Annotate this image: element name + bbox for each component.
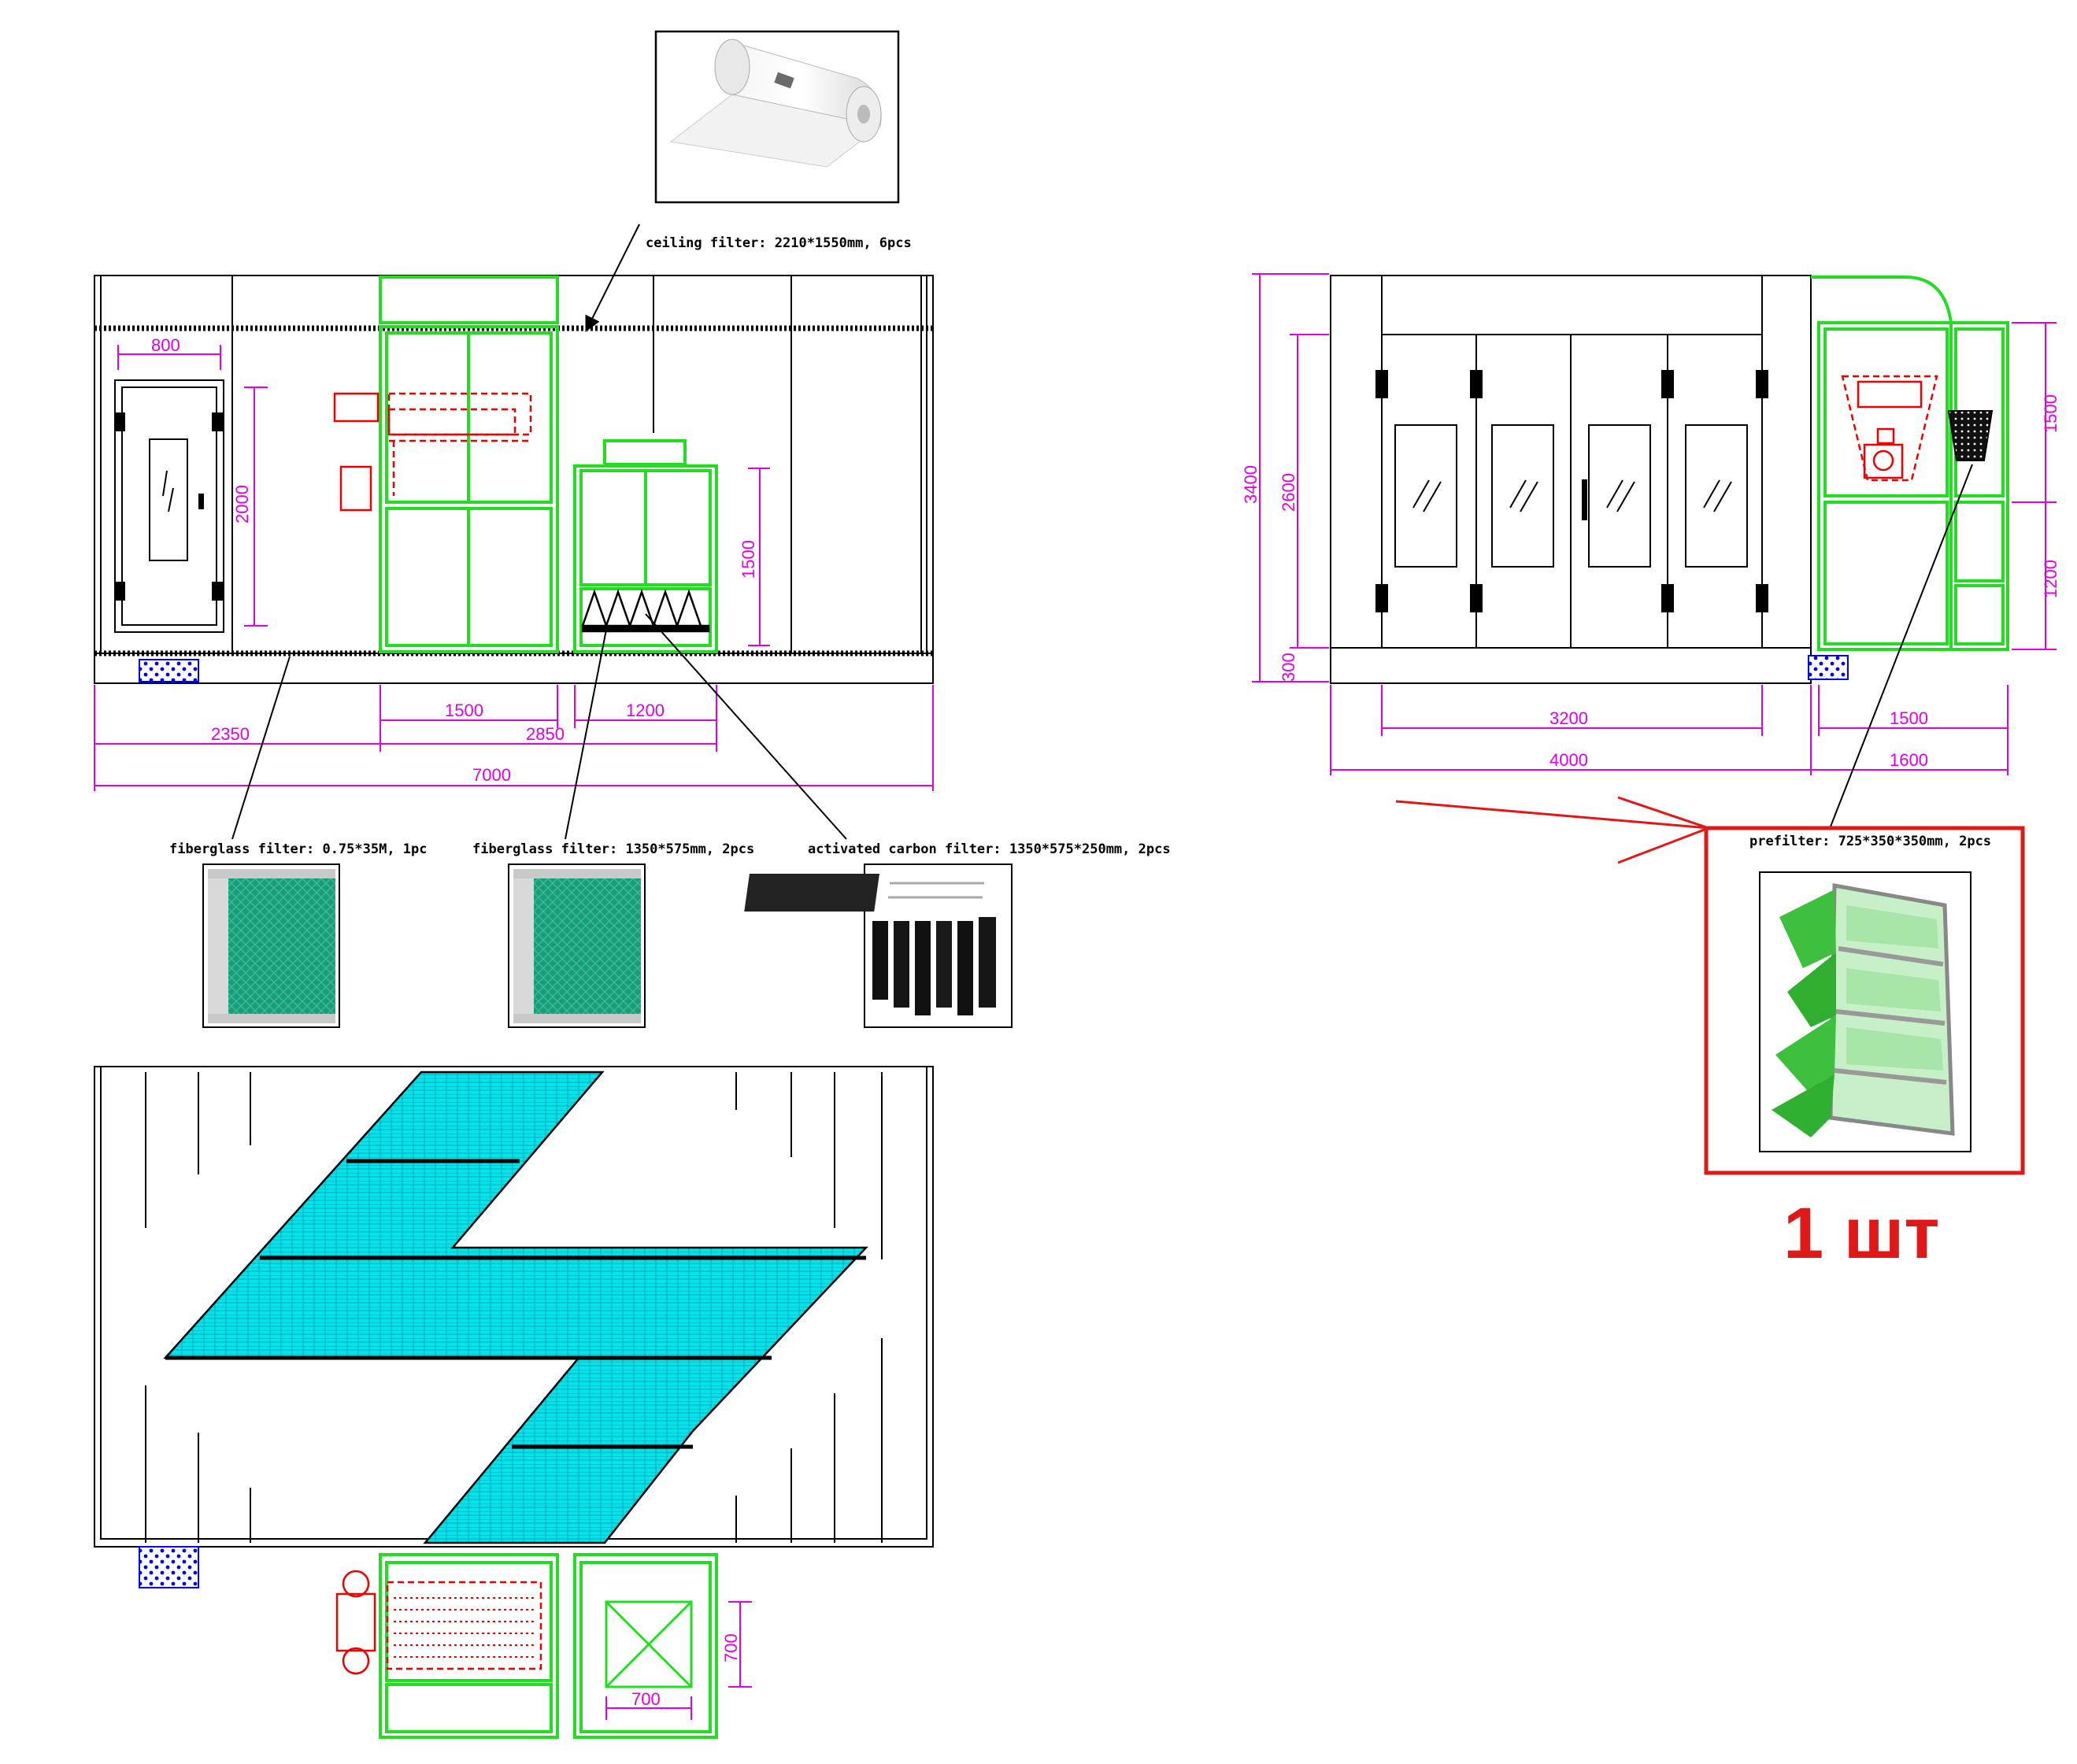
dim-1500: 1500 (445, 701, 483, 720)
fiberglass-panel-label: fiberglass filter: 1350*575mm, 2pcs (472, 841, 754, 857)
booth-side-outline (94, 275, 934, 684)
exhaust-unit (573, 439, 718, 653)
end-dimensions (1252, 273, 2057, 775)
dim-lower-unit: 1200 (2041, 560, 2060, 598)
dim-2850: 2850 (526, 724, 565, 744)
dim-2350: 2350 (211, 724, 250, 744)
prefilter-highlight-box (1704, 826, 2025, 1175)
carbon-filter-label: activated carbon filter: 1350*575*250mm,… (808, 841, 1171, 857)
prefilter-callout: prefilter: 725*350*350mm, 2pcs 1 шт (1395, 464, 2025, 1274)
dim-base-height: 300 (1279, 653, 1298, 682)
fiberglass-roll-label: fiberglass filter: 0.75*35M, 1pc (169, 841, 428, 857)
prefilter-bag-drawing (1772, 883, 1955, 1137)
dim-fan-height: 700 (721, 1633, 741, 1662)
carbon-filter-pleats (581, 589, 710, 633)
prefilter-symbol (1947, 410, 1994, 461)
door-windows (1394, 424, 1748, 568)
dim-1200: 1200 (626, 701, 665, 720)
dim-total-length: 7000 (472, 765, 511, 785)
side-elevation: 800 2000 1500 1500 1200 2350 2850 7000 (94, 275, 934, 791)
dim-unit-width-1500: 1500 (1890, 708, 1928, 728)
burner-fan-assembly (333, 392, 532, 512)
dim-door-height: 2000 (232, 485, 252, 523)
booth-end-outline (1330, 275, 1812, 684)
dim-door-width: 800 (151, 335, 180, 355)
floor-grating (163, 1071, 868, 1544)
carbon-filter-photo (744, 864, 1013, 1028)
dim-upper-unit: 1500 (2041, 394, 2060, 433)
ceiling-filter-label: ceiling filter: 2210*1550mm, 6pcs (646, 235, 912, 251)
fiberglass-panel-photo (508, 864, 646, 1028)
burner-plan (335, 1570, 542, 1675)
side-unit (1811, 276, 2009, 651)
quantity-note: 1 шт (1783, 1193, 1939, 1274)
prefilter-label: prefilter: 725*350*350mm, 2pcs (1749, 834, 1991, 849)
exhaust-fan-plan (605, 1600, 693, 1688)
floor-plan: 700 700 (94, 1066, 934, 1739)
red-arrow (1395, 796, 1709, 864)
floor-grid-hatch (139, 1546, 199, 1588)
floor-grid-hatch (139, 659, 199, 682)
dim-booth-width: 4000 (1549, 750, 1588, 770)
floor-grid-hatch (1808, 655, 1849, 680)
dim-unit-width-1600: 1600 (1890, 750, 1928, 770)
fiberglass-roll-photo (202, 864, 340, 1028)
plan-dimensions (605, 1601, 752, 1720)
side-dimensions (94, 345, 934, 791)
door-hinges (1375, 370, 1768, 612)
dim-door-height: 2600 (1279, 473, 1298, 512)
end-elevation: 3400 2600 300 3200 4000 1500 1600 1500 1… (1241, 273, 2060, 775)
dim-fan-width: 700 (631, 1689, 661, 1709)
dim-unit-height: 1500 (739, 540, 758, 579)
ceiling-filter-callout: ceiling filter: 2210*1550mm, 6pcs (585, 30, 912, 332)
dim-door-width: 3200 (1549, 708, 1588, 728)
air-makeup-unit (379, 276, 559, 653)
dim-total-height: 3400 (1241, 465, 1261, 504)
filter-callouts: fiberglass filter: 0.75*35M, 1pc fibergl… (169, 613, 1171, 1028)
side-burner (1841, 375, 1938, 482)
personnel-door (114, 379, 224, 633)
